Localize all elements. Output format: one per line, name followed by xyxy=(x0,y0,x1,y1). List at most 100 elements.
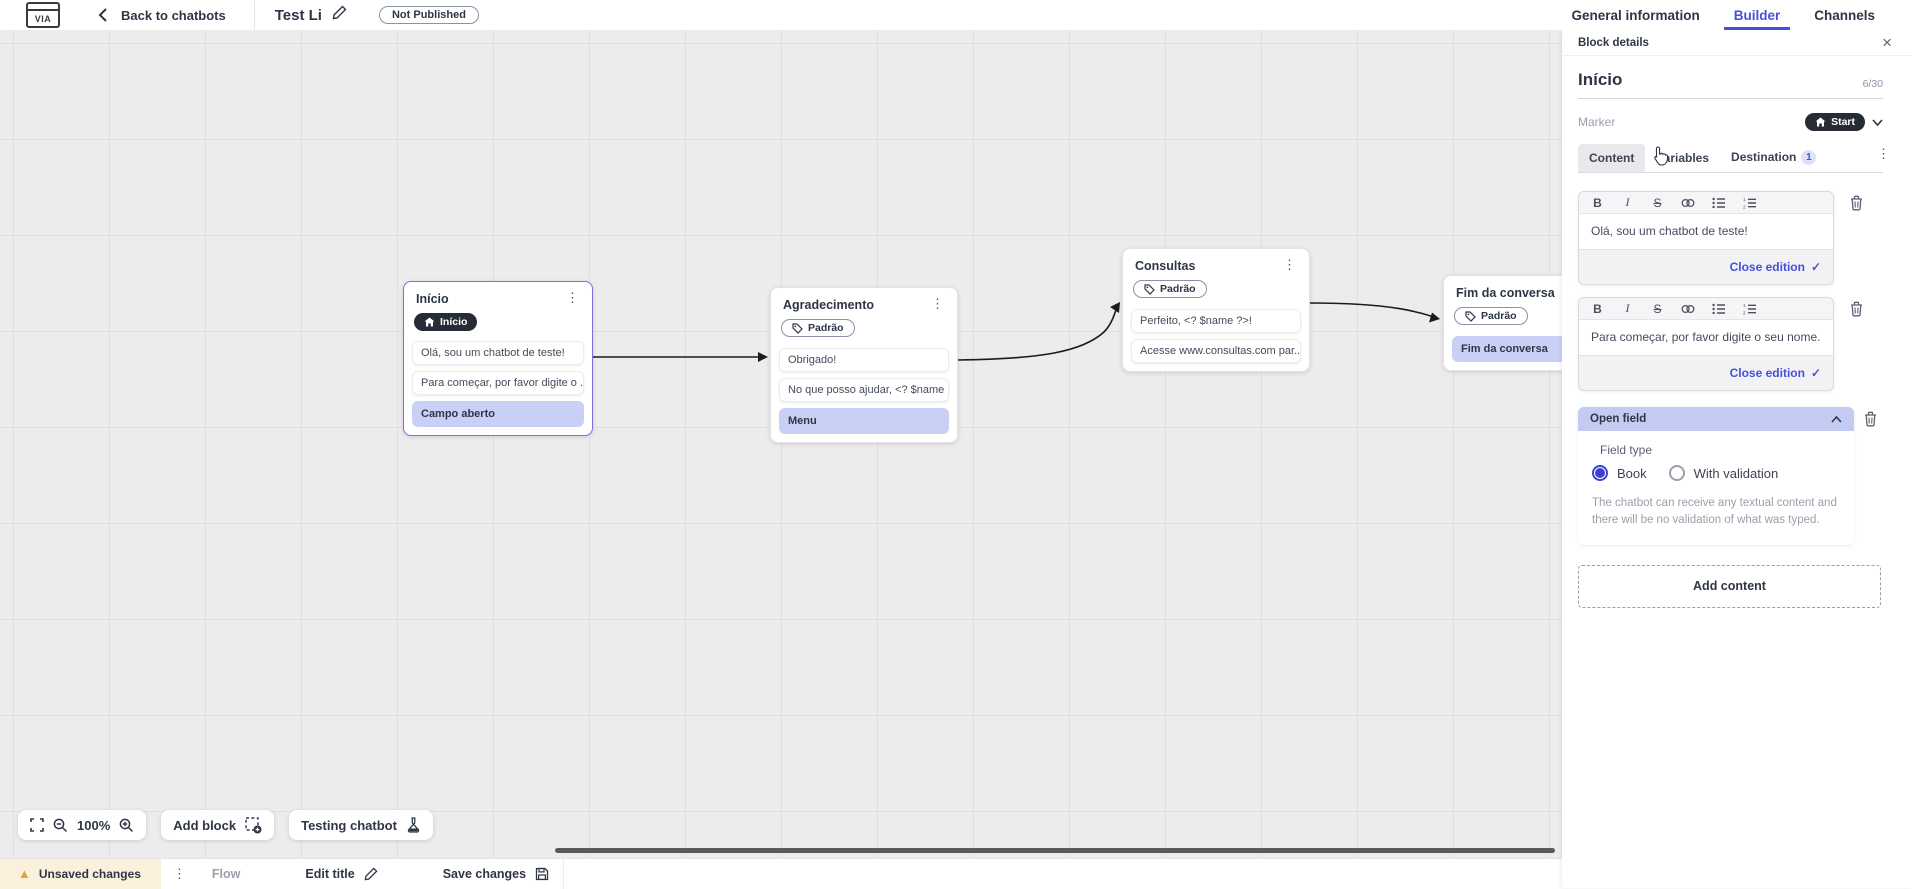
block-open-field-item[interactable]: Campo aberto xyxy=(412,401,584,427)
pencil-icon xyxy=(364,867,378,881)
tab-variables[interactable]: Variables xyxy=(1645,144,1720,172)
field-type-label: Field type xyxy=(1600,443,1840,457)
block-menu-item[interactable]: Menu xyxy=(779,408,949,434)
unsaved-changes-indicator: ▲ Unsaved changes xyxy=(0,859,161,889)
field-type-help-text: The chatbot can receive any textual cont… xyxy=(1592,495,1840,528)
block-content-item[interactable]: Para começar, por favor digite o ... xyxy=(412,371,584,395)
canvas-controls: 100% Add block Testing chatbot xyxy=(18,810,433,840)
bold-icon[interactable]: B xyxy=(1591,302,1604,316)
edit-chatbot-title-button[interactable] xyxy=(332,5,347,25)
italic-icon[interactable]: I xyxy=(1621,195,1634,210)
block-content-item[interactable]: Acesse www.consultas.com par... xyxy=(1131,339,1301,363)
block-content-item[interactable]: Perfeito, <? $name ?>! xyxy=(1131,309,1301,333)
close-panel-icon[interactable]: × xyxy=(1882,34,1892,51)
add-block-icon xyxy=(245,817,262,834)
tab-channels[interactable]: Channels xyxy=(1814,0,1875,30)
marker-select[interactable]: Start xyxy=(1805,113,1883,131)
chevron-down-icon xyxy=(1872,119,1883,126)
topbar-divider xyxy=(254,1,255,29)
delete-content-icon[interactable] xyxy=(1849,195,1864,211)
block-content-item[interactable]: Olá, sou um chatbot de teste! xyxy=(412,341,584,365)
panel-tabs-menu-button[interactable]: ⋮ xyxy=(1874,148,1893,160)
block-menu-button[interactable]: ⋮ xyxy=(928,298,947,310)
add-block-button[interactable]: Add block xyxy=(161,810,274,840)
flow-label[interactable]: Flow xyxy=(212,867,240,881)
app-logo-text: VIA xyxy=(28,11,58,26)
tab-builder[interactable]: Builder xyxy=(1734,0,1781,30)
block-title: Consultas xyxy=(1135,259,1195,273)
padrao-tag-pill: Padrão xyxy=(1133,280,1207,298)
numbered-list-icon[interactable]: 12 xyxy=(1743,303,1757,315)
block-content-item[interactable]: No que posso ajudar, <? $name ... xyxy=(779,378,949,402)
block-menu-button[interactable]: ⋮ xyxy=(563,292,582,304)
block-menu-button[interactable]: ⋮ xyxy=(1280,259,1299,271)
chevron-left-icon xyxy=(98,8,107,22)
link-icon[interactable] xyxy=(1681,303,1695,315)
numbered-list-icon[interactable]: 12 xyxy=(1743,197,1757,209)
zoom-in-icon[interactable] xyxy=(119,818,134,833)
editor-text[interactable]: Olá, sou um chatbot de teste! xyxy=(1579,214,1833,249)
padrao-tag-pill: Padrão xyxy=(781,319,855,337)
add-block-label: Add block xyxy=(173,818,236,833)
delete-content-icon[interactable] xyxy=(1849,301,1864,317)
destination-count-badge: 1 xyxy=(1801,150,1816,165)
strikethrough-icon[interactable]: S xyxy=(1651,302,1664,316)
radio-unselected-icon[interactable] xyxy=(1669,465,1685,481)
block-content-item[interactable]: Obrigado! xyxy=(779,348,949,372)
close-edition-button[interactable]: Close edition✓ xyxy=(1730,260,1821,274)
block-title: Início xyxy=(416,292,449,306)
check-icon: ✓ xyxy=(1811,366,1821,380)
flow-block-agradecimento[interactable]: Agradecimento ⋮ Padrão Obrigado! No que … xyxy=(770,287,958,443)
flow-canvas[interactable]: Início ⋮ Início Olá, sou um chatbot de t… xyxy=(0,30,1562,858)
open-field-section: Open field Field type Book With validati… xyxy=(1578,407,1854,544)
delete-open-field-icon[interactable] xyxy=(1863,411,1878,427)
svg-text:2: 2 xyxy=(1743,204,1746,209)
italic-icon[interactable]: I xyxy=(1621,301,1634,316)
tag-icon xyxy=(792,323,803,334)
tab-general-information[interactable]: General information xyxy=(1571,0,1699,30)
marker-label: Marker xyxy=(1578,115,1615,129)
testing-chatbot-button[interactable]: Testing chatbot xyxy=(289,810,433,840)
statusbar-menu-button[interactable]: ⋮ xyxy=(173,866,186,882)
save-changes-label: Save changes xyxy=(443,867,526,881)
warning-icon: ▲ xyxy=(18,866,31,881)
radio-option-with-validation[interactable]: With validation xyxy=(1669,465,1779,481)
block-name-field[interactable]: Início 6/30 xyxy=(1578,70,1883,99)
char-counter: 6/30 xyxy=(1863,78,1883,90)
fullscreen-icon[interactable] xyxy=(30,818,44,832)
strikethrough-icon[interactable]: S xyxy=(1651,196,1664,210)
block-details-panel: Block details × Início 6/30 Marker Start… xyxy=(1562,30,1912,888)
bulleted-list-icon[interactable] xyxy=(1712,197,1726,209)
status-badge: Not Published xyxy=(379,6,479,24)
radio-option-book[interactable]: Book xyxy=(1592,465,1647,481)
horizontal-scrollbar[interactable] xyxy=(555,848,1555,853)
check-icon: ✓ xyxy=(1811,260,1821,274)
save-icon xyxy=(535,867,549,881)
zoom-out-icon[interactable] xyxy=(53,818,68,833)
close-edition-button[interactable]: Close edition✓ xyxy=(1730,366,1821,380)
flow-block-consultas[interactable]: Consultas ⋮ Padrão Perfeito, <? $name ?>… xyxy=(1122,248,1310,372)
back-to-chatbots-button[interactable]: Back to chatbots xyxy=(98,8,226,23)
link-icon[interactable] xyxy=(1681,197,1695,209)
flow-block-inicio[interactable]: Início ⋮ Início Olá, sou um chatbot de t… xyxy=(403,281,593,436)
open-field-title: Open field xyxy=(1590,413,1646,425)
add-content-button[interactable]: Add content xyxy=(1578,565,1881,608)
save-changes-button[interactable]: Save changes xyxy=(443,867,549,881)
edit-title-button[interactable]: Edit title xyxy=(305,867,377,881)
bold-icon[interactable]: B xyxy=(1591,196,1604,210)
statusbar-divider xyxy=(563,859,564,889)
edit-title-label: Edit title xyxy=(305,867,354,881)
status-bar: ▲ Unsaved changes ⋮ Flow Edit title Save… xyxy=(0,858,1562,888)
editor-text[interactable]: Para começar, por favor digite o seu nom… xyxy=(1579,320,1833,355)
open-field-header[interactable]: Open field xyxy=(1578,407,1854,431)
tab-content[interactable]: Content xyxy=(1578,144,1645,172)
zoom-controls: 100% xyxy=(18,810,146,840)
bulleted-list-icon[interactable] xyxy=(1712,303,1726,315)
radio-selected-icon[interactable] xyxy=(1592,465,1608,481)
padrao-tag-pill: Padrão xyxy=(1454,307,1528,325)
